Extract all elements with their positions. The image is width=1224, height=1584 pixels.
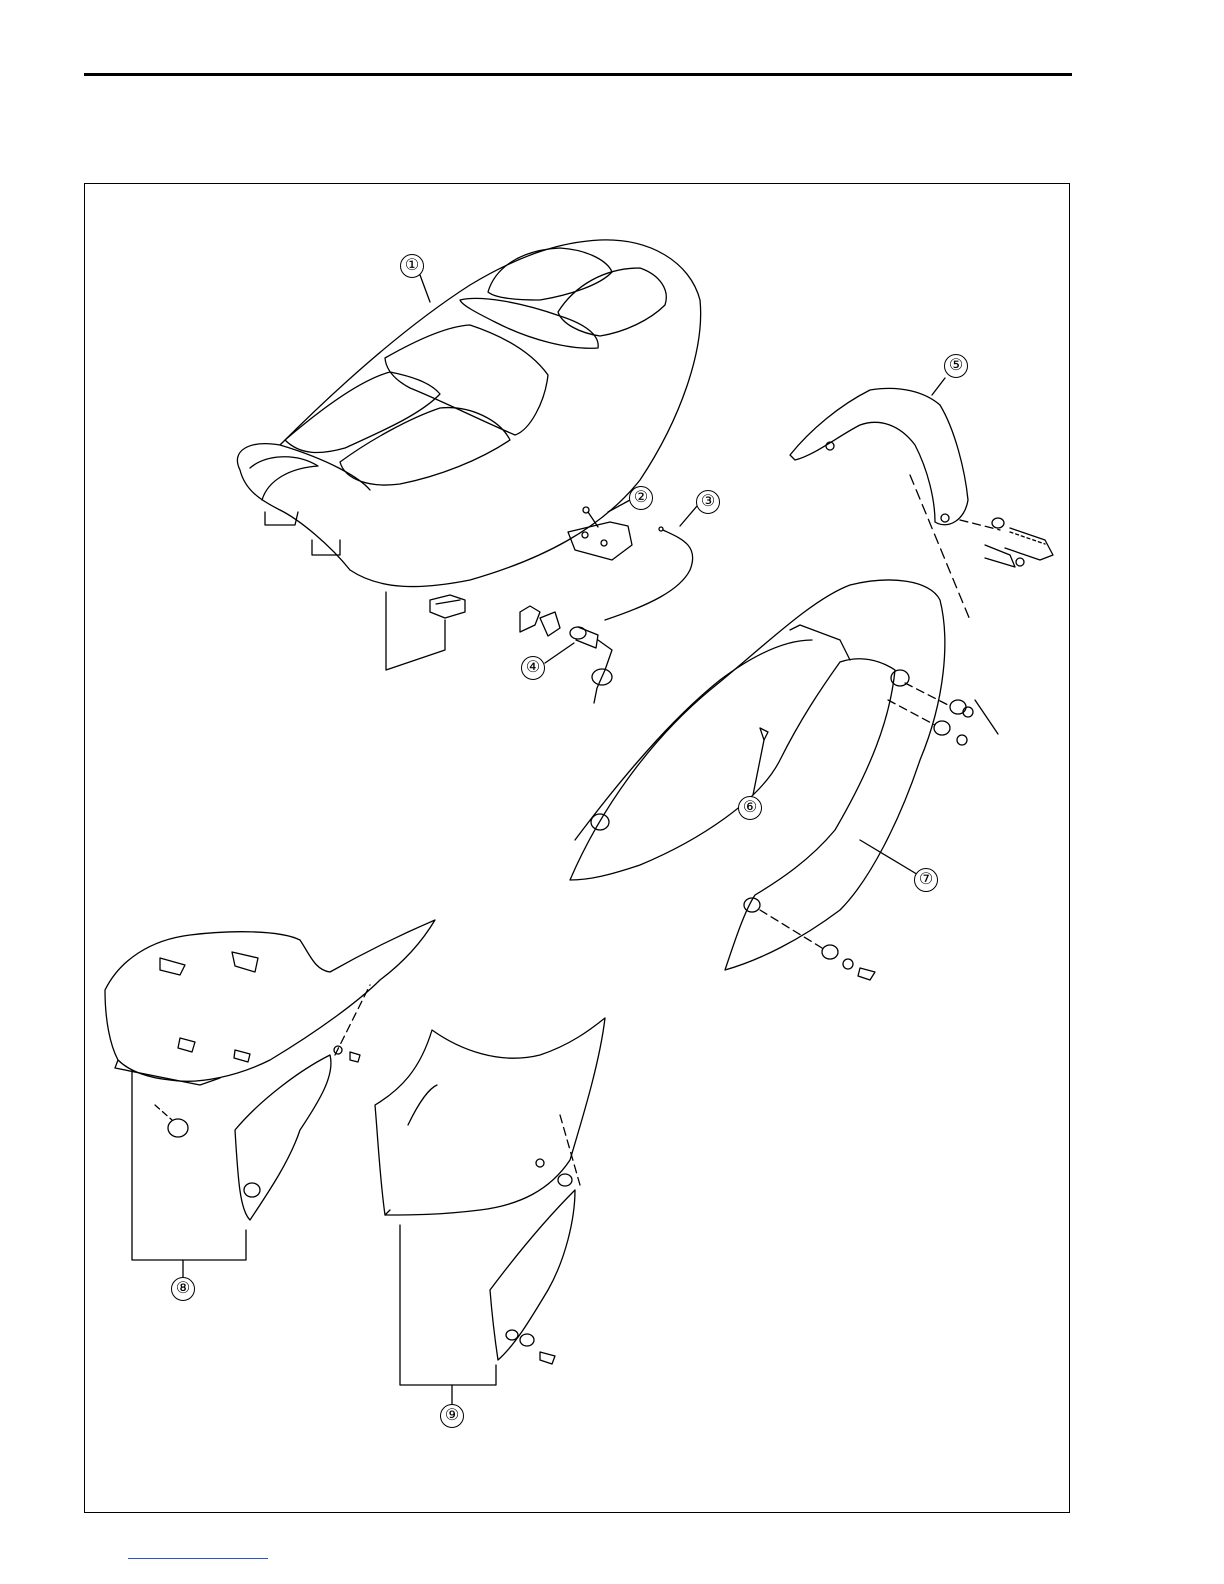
callout-8-left-side-cover: ⑧ (171, 1277, 195, 1301)
seat-lock-key-part (520, 606, 612, 703)
right-side-cover-part (375, 1018, 605, 1404)
seat-tail-cover-part (570, 580, 998, 980)
seat-bracket-clip (386, 592, 465, 670)
screw-part (753, 728, 768, 795)
callout-1-seat: ① (400, 254, 424, 278)
callout-5-grab-rail: ⑤ (944, 354, 968, 378)
callout-6-screw: ⑥ (738, 796, 762, 820)
callout-4-seat-lock: ④ (521, 656, 545, 680)
seat-part (237, 240, 700, 587)
footer-link-underline[interactable] (128, 1558, 268, 1559)
callout-7-tail-cover: ⑦ (914, 868, 938, 892)
lock-bracket-part (568, 500, 632, 560)
callout-2-lock-bracket: ② (629, 486, 653, 510)
callout-leaders (420, 275, 430, 302)
callout-9-right-side-cover: ⑨ (440, 1404, 464, 1428)
grab-rail-part (790, 378, 1053, 620)
seat-lock-cable-part (605, 506, 697, 620)
callout-3-lock-cable: ③ (696, 490, 720, 514)
